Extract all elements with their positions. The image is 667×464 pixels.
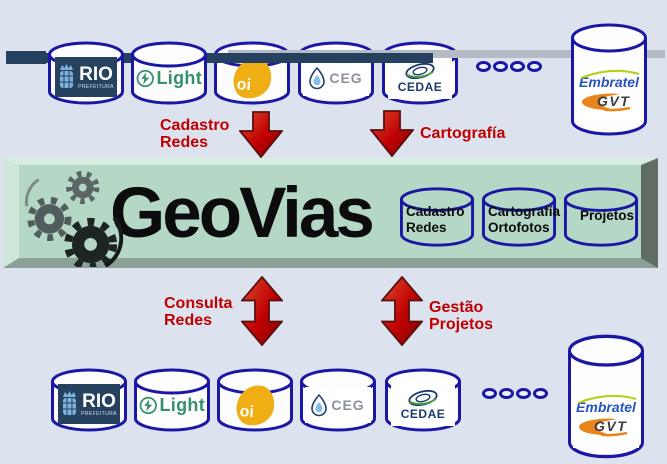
ellipsis-dots-bottom xyxy=(482,388,548,399)
banner-db-label: Projetos xyxy=(579,208,634,223)
light-bolt-icon xyxy=(139,396,157,414)
arrow-down-cadastro-icon xyxy=(239,111,283,163)
db-cylinder-embratel-top: Embratel GVT xyxy=(570,22,648,138)
ceg-flame-icon xyxy=(311,393,328,416)
db-cylinder-cedae-bottom: CEDAE xyxy=(384,367,462,433)
db-cylinder-light-bottom: Light xyxy=(133,367,211,433)
oi-blob-icon: oi xyxy=(233,382,277,429)
dot-icon xyxy=(499,388,514,399)
gray-connector-bar xyxy=(228,50,665,58)
db-cylinder-ceg-bottom: CEG xyxy=(299,367,377,433)
cedae-logo: CEDAE xyxy=(391,382,455,426)
flow-label-cadastro-redes: Cadastro Redes xyxy=(160,117,230,151)
flow-label-consulta-redes: Consulta Redes xyxy=(164,295,233,329)
banner-db-cartografia-ortofotos: Cartografía Ortofotos xyxy=(481,186,560,248)
rio-crest-icon xyxy=(60,64,74,88)
arrow-down-cartografia-icon xyxy=(370,110,414,162)
rio-prefeitura-logo: RIO PREFEITURA xyxy=(55,57,117,97)
flow-label-cartografia: Cartografía xyxy=(420,125,506,142)
banner-db-label: Cartografía Ortofotos xyxy=(488,204,561,235)
rio-crest-icon xyxy=(63,391,77,415)
db-cylinder-oi-bottom: oi xyxy=(216,367,294,433)
embratel-gvt-logo: Embratel GVT xyxy=(573,388,639,448)
ceg-flame-icon xyxy=(309,66,326,89)
db-cylinder-ceg-top: CEG xyxy=(297,40,375,106)
dot-icon xyxy=(533,388,548,399)
cedae-swirl-icon xyxy=(408,389,438,406)
dot-icon xyxy=(482,388,497,399)
cedae-swirl-icon xyxy=(405,62,435,79)
db-cylinder-rio-top: RIO PREFEITURA xyxy=(47,40,125,106)
banner-db-cadastro-redes: Cadastro Redes xyxy=(399,186,475,248)
dot-icon xyxy=(510,61,525,72)
light-bolt-icon xyxy=(136,69,154,87)
light-logo: Light xyxy=(139,387,205,423)
gvt-swoosh-icon xyxy=(582,93,631,112)
dot-icon xyxy=(476,61,491,72)
oi-logo: oi xyxy=(226,382,284,429)
rio-prefeitura-logo: RIO PREFEITURA xyxy=(58,384,120,424)
ellipsis-dots-top xyxy=(476,61,542,72)
db-cylinder-embratel-bottom: Embratel GVT xyxy=(567,333,645,461)
db-cylinder-rio-bottom: RIO PREFEITURA xyxy=(50,367,128,433)
gears-icon xyxy=(14,161,126,267)
embratel-swoosh-icon xyxy=(580,69,640,79)
arrow-updown-gestao-icon xyxy=(381,276,423,351)
banner-db-projetos: Projetos xyxy=(563,186,639,248)
embratel-swoosh-icon xyxy=(577,394,637,404)
dot-icon xyxy=(527,61,542,72)
embratel-gvt-logo: Embratel GVT xyxy=(576,64,642,122)
geovias-title: GeoVias xyxy=(110,174,375,253)
navy-connector-bar xyxy=(6,53,433,63)
dot-icon xyxy=(516,388,531,399)
db-cylinder-cedae-top: CEDAE xyxy=(381,40,459,106)
light-logo: Light xyxy=(136,60,202,96)
ceg-logo: CEG xyxy=(303,60,369,96)
arrow-updown-consulta-icon xyxy=(241,276,283,351)
cedae-logo: CEDAE xyxy=(388,55,452,99)
banner-db-label: Cadastro Redes xyxy=(406,204,465,235)
dot-icon xyxy=(493,61,508,72)
ceg-logo: CEG xyxy=(305,387,371,423)
db-cylinder-light-top: Light xyxy=(130,40,208,106)
flow-label-gestao-projetos: Gestão Projetos xyxy=(429,299,494,333)
gvt-swoosh-icon xyxy=(579,418,628,437)
